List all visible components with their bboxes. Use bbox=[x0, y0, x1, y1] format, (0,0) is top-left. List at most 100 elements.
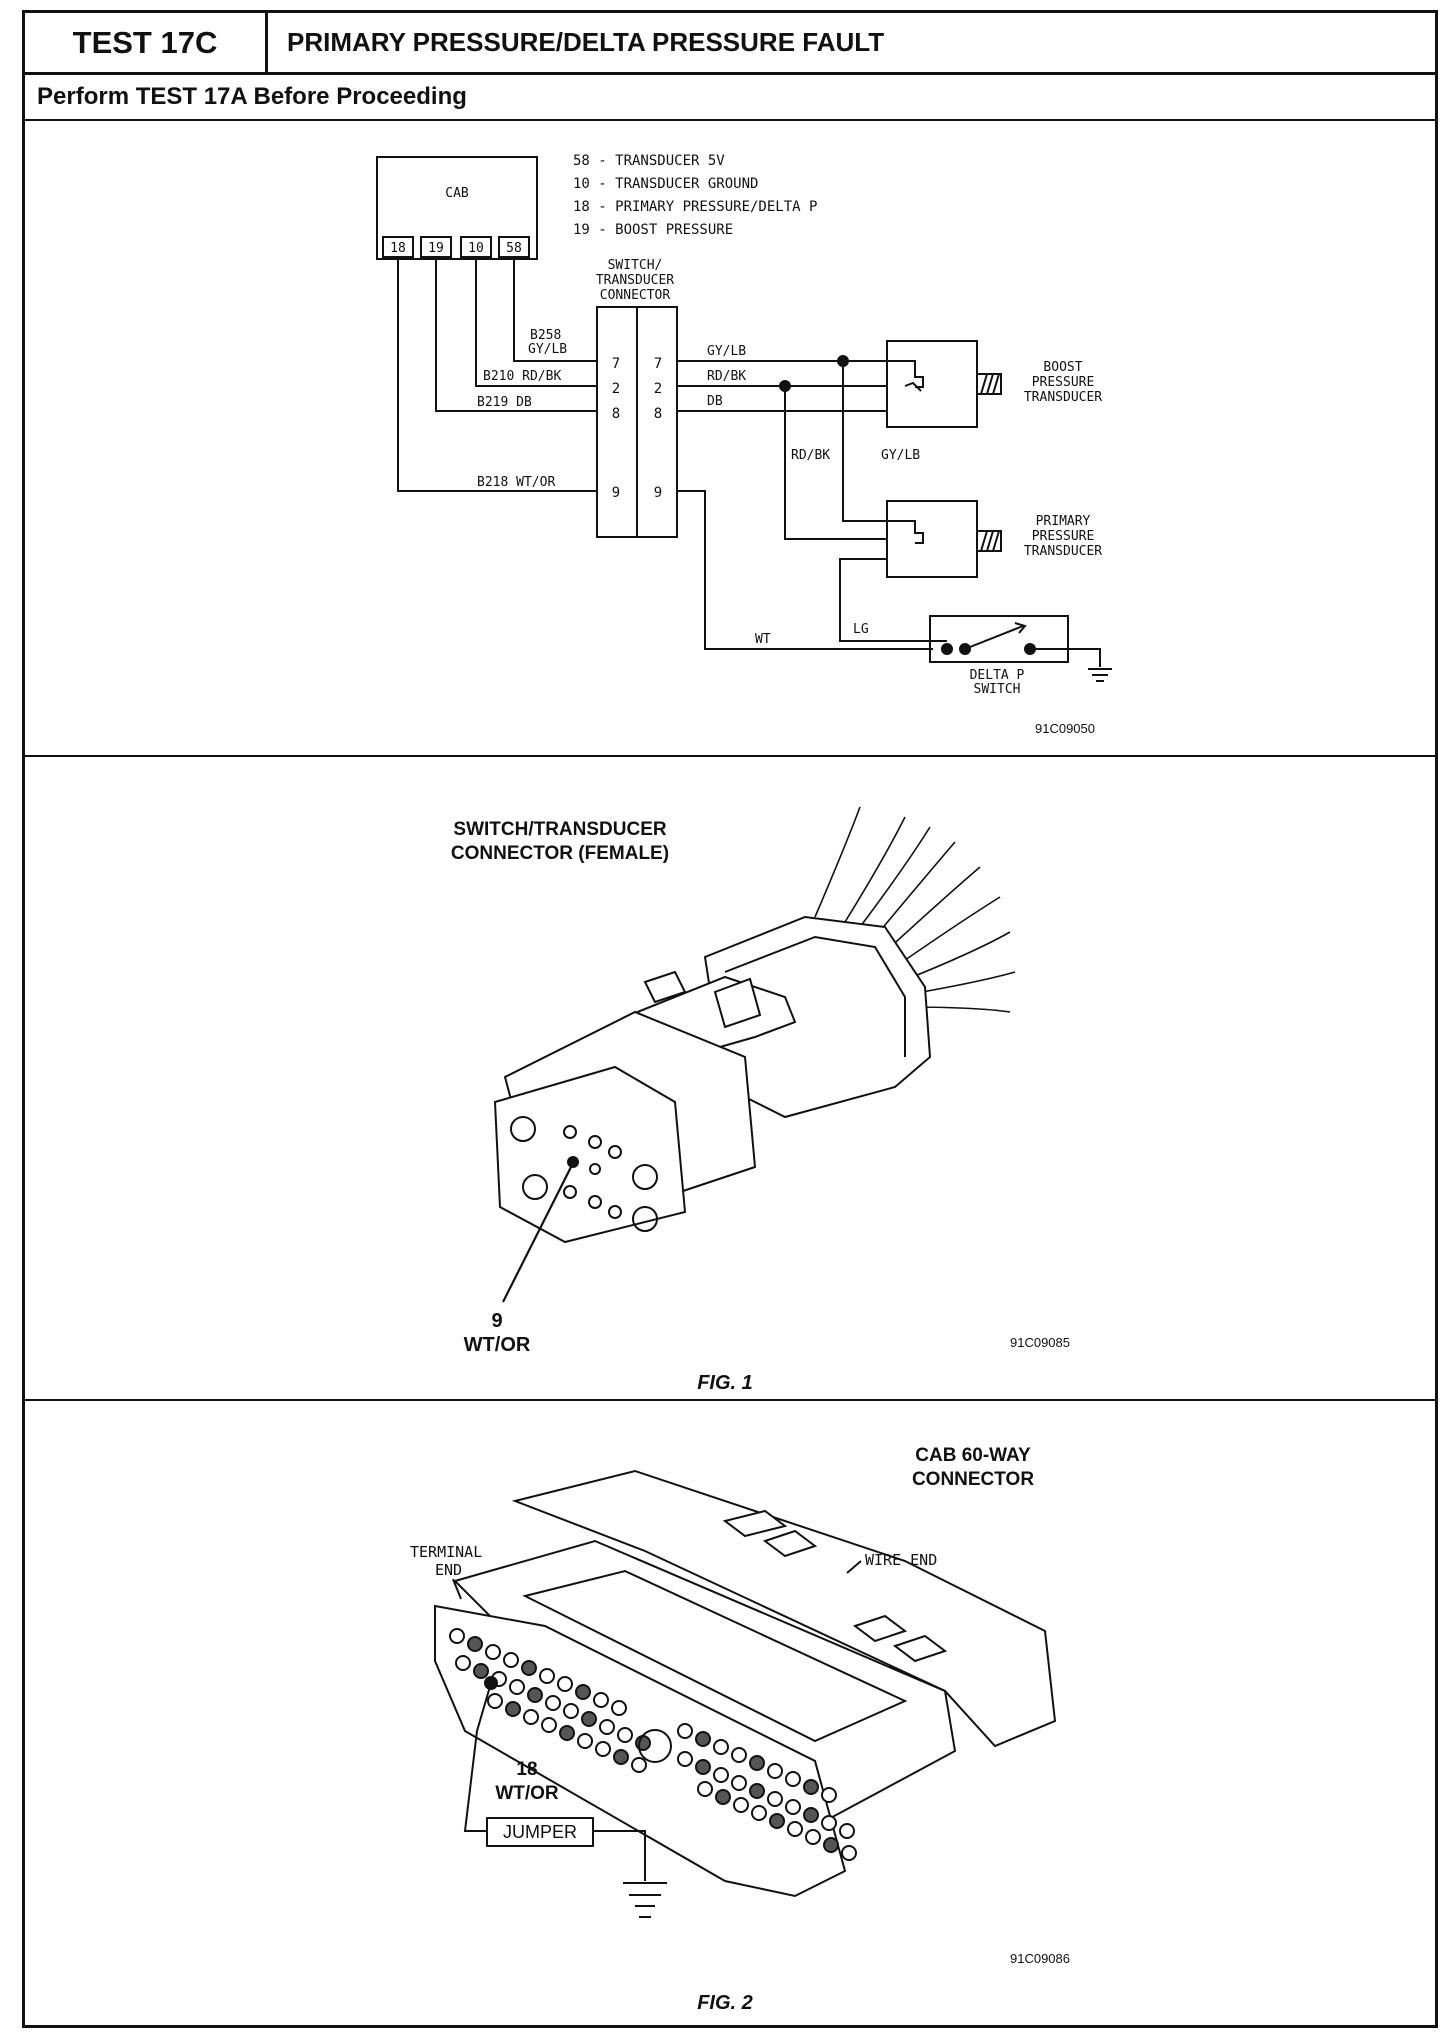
terminal-cavity bbox=[635, 1735, 651, 1751]
connector-pin: 7 bbox=[612, 356, 620, 372]
cab-connector-illustration: CAB 60-WAY CONNECTOR TERMINAL END WIRE E… bbox=[410, 1445, 1070, 2014]
terminal-cavity bbox=[577, 1733, 593, 1749]
fig1-caption: FIG. 1 bbox=[697, 1372, 753, 1394]
terminal-cavity bbox=[823, 1837, 839, 1853]
terminal-cavity bbox=[595, 1741, 611, 1757]
wire-label: RD/BK bbox=[707, 369, 746, 384]
terminal-cavity bbox=[803, 1807, 819, 1823]
wire-label: GY/LB bbox=[707, 344, 746, 359]
terminal-cavity bbox=[731, 1775, 747, 1791]
terminal-cavity bbox=[449, 1628, 465, 1644]
terminal-cavity bbox=[695, 1731, 711, 1747]
primary-label: TRANSDUCER bbox=[1024, 544, 1102, 559]
terminal-cavity bbox=[677, 1723, 693, 1739]
connector-pin: 8 bbox=[654, 406, 662, 422]
connector-illustration: SWITCH/TRANSDUCER CONNECTOR (FEMALE) bbox=[451, 806, 1070, 1394]
wire-label: LG bbox=[853, 622, 869, 637]
figure-code: 91C09085 bbox=[1010, 1335, 1070, 1350]
connector-wire-end-housing bbox=[511, 1469, 1057, 1748]
connector-pin: 9 bbox=[612, 485, 620, 501]
wire-label: B210 RD/BK bbox=[483, 369, 561, 384]
cab-pin-box bbox=[420, 236, 452, 258]
wire-label: WT bbox=[755, 632, 771, 647]
prerequisite-note: Perform TEST 17A Before Proceeding bbox=[37, 83, 467, 110]
schematic-panel: CAB 18 19 10 58 58 - TRANSDUCER 5V 10 - … bbox=[25, 121, 1435, 757]
connector-pin: 2 bbox=[654, 381, 662, 397]
primary-label: PRESSURE bbox=[1032, 529, 1095, 544]
terminal-cavity bbox=[505, 1701, 521, 1717]
wire-color-label: WT/OR bbox=[495, 1783, 559, 1804]
terminal-cavity bbox=[581, 1711, 597, 1727]
wire-label: DB bbox=[707, 394, 723, 409]
terminal-cavity bbox=[749, 1783, 765, 1799]
wire-bundle bbox=[814, 806, 1016, 1013]
terminal-cavity bbox=[767, 1791, 783, 1807]
boost-label: PRESSURE bbox=[1032, 375, 1095, 390]
switch-label: SWITCH bbox=[974, 682, 1021, 697]
subtitle-row: Perform TEST 17A Before Proceeding bbox=[25, 75, 1435, 121]
terminal-cavity bbox=[575, 1684, 591, 1700]
terminal-cavity bbox=[559, 1725, 575, 1741]
cab-pin-label: 58 bbox=[506, 241, 522, 256]
header-row: TEST 17C PRIMARY PRESSURE/DELTA PRESSURE… bbox=[25, 13, 1435, 75]
wire-id: B258 bbox=[530, 328, 561, 343]
legend-line: 18 - PRIMARY PRESSURE/DELTA P bbox=[573, 199, 817, 215]
wire-label: GY/LB bbox=[881, 448, 920, 463]
cab-pin-box bbox=[460, 236, 492, 258]
terminal-cavity bbox=[713, 1739, 729, 1755]
cab-pin-label: 19 bbox=[428, 241, 444, 256]
figure-code: 91C09050 bbox=[1035, 721, 1095, 736]
fig1-title: CONNECTOR (FEMALE) bbox=[451, 843, 669, 864]
cab-pin-label: 10 bbox=[468, 241, 484, 256]
terminal-cavity bbox=[767, 1763, 783, 1779]
wiring-schematic: CAB 18 19 10 58 58 - TRANSDUCER 5V 10 - … bbox=[376, 153, 1112, 736]
terminal-cavity bbox=[563, 1703, 579, 1719]
connector-pin: 9 bbox=[654, 485, 662, 501]
delta-p-switch bbox=[929, 615, 1069, 663]
terminal-cavity bbox=[785, 1771, 801, 1787]
jumper-label: JUMPER bbox=[503, 1822, 577, 1842]
wire-label: RD/BK bbox=[791, 448, 830, 463]
terminal-cavity bbox=[697, 1781, 713, 1797]
test-title: PRIMARY PRESSURE/DELTA PRESSURE FAULT bbox=[287, 27, 885, 57]
fig2-title: CAB 60-WAY bbox=[915, 1445, 1031, 1466]
terminal-cavity bbox=[803, 1779, 819, 1795]
terminal-cavity bbox=[503, 1652, 519, 1668]
terminal-cavity bbox=[467, 1636, 483, 1652]
connector-pin: 7 bbox=[654, 356, 662, 372]
terminal-cavity bbox=[841, 1845, 857, 1861]
terminal-cavity bbox=[839, 1823, 855, 1839]
pin-label: 18 bbox=[516, 1759, 537, 1780]
connector-title: TRANSDUCER bbox=[596, 273, 674, 288]
connector-title: CONNECTOR bbox=[600, 288, 671, 303]
legend-line: 58 - TRANSDUCER 5V bbox=[573, 153, 725, 169]
terminal-cavity bbox=[557, 1676, 573, 1692]
terminal-cavity bbox=[509, 1679, 525, 1695]
terminal-cavity bbox=[455, 1655, 471, 1671]
service-manual-page: TEST 17C PRIMARY PRESSURE/DELTA PRESSURE… bbox=[22, 10, 1438, 2028]
cab-label: CAB bbox=[445, 186, 469, 201]
terminal-cavity bbox=[695, 1759, 711, 1775]
pin-label: 9 bbox=[491, 1310, 502, 1332]
switch-label: DELTA P bbox=[970, 668, 1025, 683]
fig1-title: SWITCH/TRANSDUCER bbox=[453, 819, 666, 840]
terminal-cavity bbox=[523, 1709, 539, 1725]
jumper-box bbox=[486, 1817, 594, 1847]
terminal-cavity bbox=[613, 1749, 629, 1765]
test-id: TEST 17C bbox=[25, 13, 268, 72]
terminal-end-label: TERMINAL bbox=[410, 1543, 482, 1561]
wire-color: GY/LB bbox=[528, 342, 567, 357]
terminal-cavity bbox=[487, 1693, 503, 1709]
wire-label: B219 DB bbox=[477, 395, 532, 410]
terminal-cavity bbox=[769, 1813, 785, 1829]
terminal-cavity bbox=[539, 1668, 555, 1684]
terminal-cavity bbox=[521, 1660, 537, 1676]
terminal-cavity bbox=[733, 1797, 749, 1813]
pin-9-socket bbox=[567, 1156, 579, 1168]
primary-sensor-port bbox=[976, 530, 1002, 552]
fig2-caption: FIG. 2 bbox=[697, 1992, 753, 2014]
terminal-cavity bbox=[485, 1644, 501, 1660]
terminal-cavity bbox=[821, 1787, 837, 1803]
legend-line: 19 - BOOST PRESSURE bbox=[573, 222, 733, 238]
terminal-cavity bbox=[731, 1747, 747, 1763]
